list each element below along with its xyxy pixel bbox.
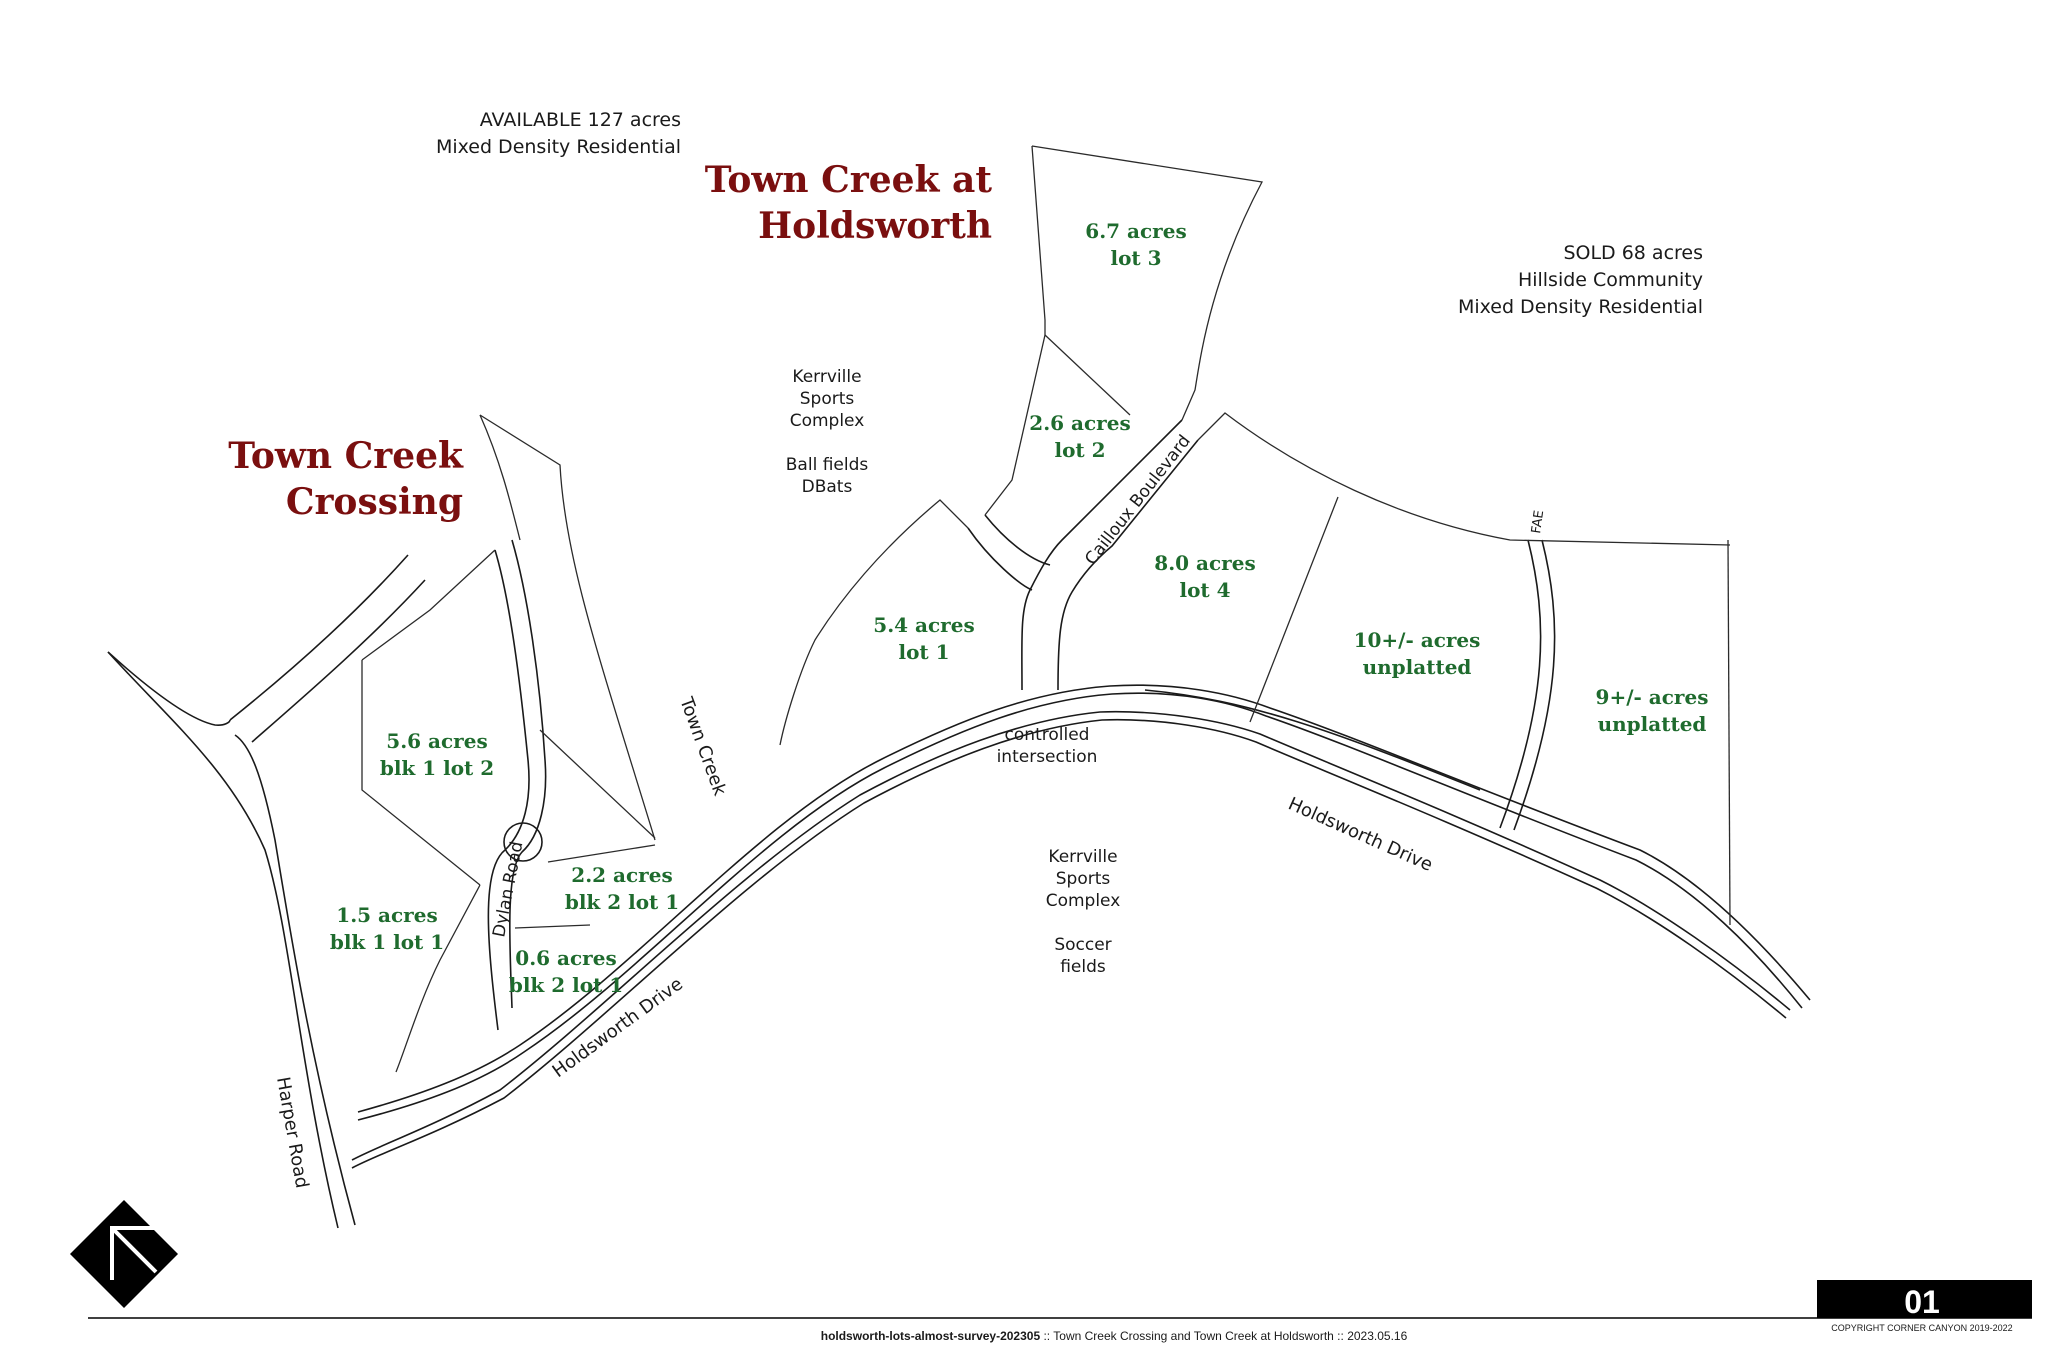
note-sports-soccer: Kerrville Sports Complex Soccer fields xyxy=(1046,847,1121,977)
lot-name: lot 1 xyxy=(898,640,949,664)
footer-filename: holdsworth-lots-almost-survey-202305 xyxy=(821,1329,1041,1343)
note-intersection: controlled intersection xyxy=(997,725,1098,767)
note-line: Soccer xyxy=(1054,935,1111,955)
lot-name: unplatted xyxy=(1363,655,1472,679)
parcel-lines xyxy=(361,145,1731,1073)
lot-name: blk 1 lot 2 xyxy=(380,756,494,780)
lot-label-blk1-lot2: 5.6 acres blk 1 lot 2 xyxy=(380,729,494,780)
holdsworth-drive xyxy=(351,684,1811,1169)
note-line: Complex xyxy=(790,411,865,431)
harper-road xyxy=(107,554,426,1229)
lot-acres: 9+/- acres xyxy=(1596,685,1709,709)
lot-acres: 0.6 acres xyxy=(515,946,616,970)
footer-separator: :: xyxy=(1334,1329,1347,1343)
road-label-town-creek: Town Creek xyxy=(675,694,730,799)
lot-acres: 5.6 acres xyxy=(386,729,487,753)
project-title-holdsworth-2: Holdsworth xyxy=(758,205,992,247)
note-line: Hillside Community xyxy=(1518,269,1703,291)
lot-acres: 6.7 acres xyxy=(1085,219,1186,243)
lot-acres: 2.2 acres xyxy=(571,863,672,887)
project-title-crossing: Town Creek xyxy=(228,435,464,477)
lot-label-blk1-lot1: 1.5 acres blk 1 lot 1 xyxy=(330,903,444,954)
lot-name: blk 2 lot 1 xyxy=(509,973,623,997)
lot-acres: 2.6 acres xyxy=(1029,411,1130,435)
note-line: fields xyxy=(1060,957,1106,977)
note-line: Ball fields xyxy=(786,455,869,475)
footer-description: Town Creek Crossing and Town Creek at Ho… xyxy=(1053,1329,1334,1343)
lot-acres: 5.4 acres xyxy=(873,613,974,637)
note-line: Mixed Density Residential xyxy=(436,136,681,158)
fae-easement xyxy=(1499,539,1556,831)
lot-name: blk 1 lot 1 xyxy=(330,930,444,954)
lot-label-unplatted-9: 9+/- acres unplatted xyxy=(1596,685,1709,736)
lot-acres: 1.5 acres xyxy=(336,903,437,927)
note-line: DBats xyxy=(802,477,853,497)
lot-acres: 8.0 acres xyxy=(1154,551,1255,575)
dylan-road xyxy=(487,539,547,1031)
lot-label-blk2-lot1-06: 0.6 acres blk 2 lot 1 xyxy=(509,946,623,997)
road-label-dylan: Dylan Road xyxy=(489,840,527,939)
project-title-crossing-2: Crossing xyxy=(286,481,463,523)
lot-label-lot4: 8.0 acres lot 4 xyxy=(1154,551,1255,602)
lot-name: lot 4 xyxy=(1179,578,1230,602)
note-line: Kerrville xyxy=(792,367,861,387)
note-line: SOLD 68 acres xyxy=(1563,242,1703,264)
lot-name: unplatted xyxy=(1598,712,1707,736)
note-line: Sports xyxy=(800,389,855,409)
note-line: AVAILABLE 127 acres xyxy=(480,109,681,131)
footer-date: 2023.05.16 xyxy=(1347,1329,1407,1343)
cailloux-boulevard xyxy=(967,419,1199,691)
note-line: Kerrville xyxy=(1048,847,1117,867)
sheet-number-box xyxy=(1817,1280,2032,1318)
note-line: Sports xyxy=(1056,869,1111,889)
project-title-holdsworth: Town Creek at xyxy=(705,159,993,201)
note-line: Mixed Density Residential xyxy=(1458,296,1703,318)
note-available: AVAILABLE 127 acres Mixed Density Reside… xyxy=(436,109,681,158)
lot-label-lot2: 2.6 acres lot 2 xyxy=(1029,411,1130,462)
lot-name: lot 2 xyxy=(1054,438,1105,462)
note-sports-ballfields: Kerrville Sports Complex Ball fields DBa… xyxy=(786,367,869,497)
lot-name: blk 2 lot 1 xyxy=(565,890,679,914)
road-label-harper: Harper Road xyxy=(272,1075,312,1190)
road-label-holdsworth-east: Holdsworth Drive xyxy=(1285,793,1436,876)
road-label-fae: FAE xyxy=(1529,509,1547,534)
footer-caption: holdsworth-lots-almost-survey-202305 :: … xyxy=(821,1329,1408,1343)
lot-label-unplatted-10: 10+/- acres unplatted xyxy=(1354,628,1481,679)
lot-acres: 10+/- acres xyxy=(1354,628,1481,652)
note-line: controlled xyxy=(1005,725,1090,745)
copyright: COPYRIGHT CORNER CANYON 2019-2022 xyxy=(1831,1323,2012,1333)
footer-separator: :: xyxy=(1040,1329,1053,1343)
lot-name: lot 3 xyxy=(1110,246,1161,270)
note-sold: SOLD 68 acres Hillside Community Mixed D… xyxy=(1458,242,1703,318)
note-line: Complex xyxy=(1046,891,1121,911)
lot-label-blk2-lot1-22: 2.2 acres blk 2 lot 1 xyxy=(565,863,679,914)
north-arrow-icon xyxy=(70,1200,178,1308)
note-line: intersection xyxy=(997,747,1098,767)
sheet-number: 01 xyxy=(1904,1284,1940,1320)
lot-label-lot1: 5.4 acres lot 1 xyxy=(873,613,974,664)
lot-label-lot3: 6.7 acres lot 3 xyxy=(1085,219,1186,270)
